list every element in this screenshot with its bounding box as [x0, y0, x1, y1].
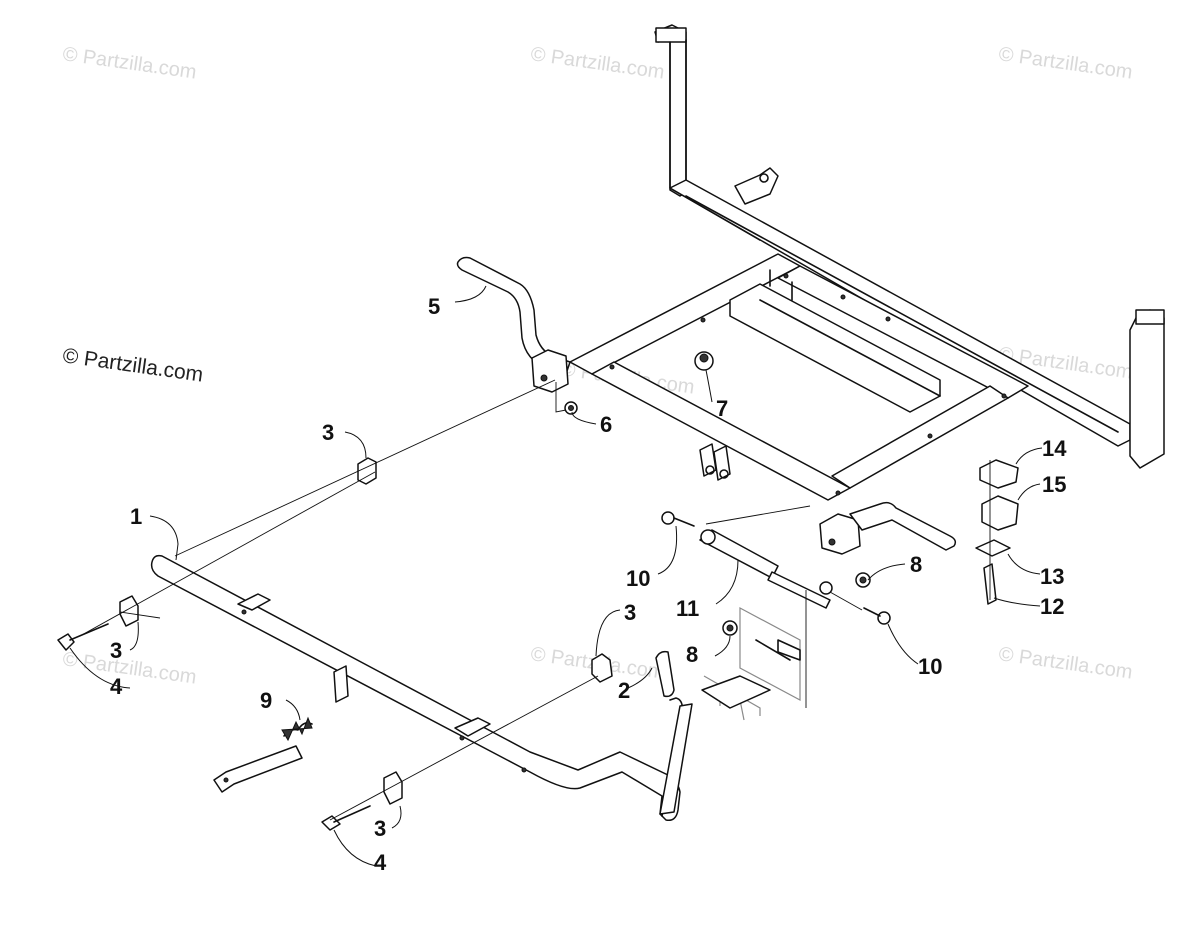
callout-4: 4: [374, 850, 387, 875]
callout-2: 2: [618, 678, 630, 703]
callout-1: 1: [130, 504, 142, 529]
bracket-14: [979, 459, 1019, 489]
callout-3: 3: [374, 816, 386, 841]
watermark: © Partzilla.com: [61, 648, 198, 689]
clamp: [591, 653, 613, 683]
callout-5: 5: [428, 294, 440, 319]
callout-10: 10: [918, 654, 942, 679]
watermark: © Partzilla.com: [529, 43, 666, 84]
callout-3: 3: [624, 600, 636, 625]
watermark: © Partzilla.com: [997, 643, 1134, 684]
callout-8: 8: [686, 642, 698, 667]
callout-6: 6: [600, 412, 612, 437]
callout-labels: 1 2 3 3 3 3 4 4 5 6 7 8 8 9 10 10 11 12 …: [110, 294, 1067, 875]
bracket-15: [981, 495, 1019, 531]
callout-3: 3: [110, 638, 122, 663]
callout-10: 10: [626, 566, 650, 591]
watermark: © Partzilla.com: [997, 43, 1134, 84]
callout-4: 4: [110, 674, 123, 699]
leader-lines: [69, 285, 1043, 867]
clamp: [383, 771, 403, 805]
clamp: [119, 595, 139, 627]
brand-watermark: © Partzilla.com: [61, 344, 204, 386]
watermark: © Partzilla.com: [61, 43, 198, 84]
spring-latch: [213, 716, 313, 793]
callout-8: 8: [910, 552, 922, 577]
plate-13: [975, 539, 1011, 557]
callout-7: 7: [716, 396, 728, 421]
hardware: [57, 351, 1019, 831]
gas-strut: [699, 529, 833, 609]
assembly-lines: [79, 379, 991, 821]
lower-bar: [150, 554, 693, 822]
callout-12: 12: [1040, 594, 1064, 619]
callout-11: 11: [676, 596, 699, 621]
callout-14: 14: [1042, 436, 1067, 461]
callout-13: 13: [1040, 564, 1064, 589]
upper-handle-bar: [456, 256, 957, 555]
upright-cap: [655, 27, 687, 43]
callout-9: 9: [260, 688, 272, 713]
rack-frame: [569, 24, 1165, 501]
callout-15: 15: [1042, 472, 1066, 497]
latch-assembly: [701, 607, 801, 721]
callout-3: 3: [322, 420, 334, 445]
